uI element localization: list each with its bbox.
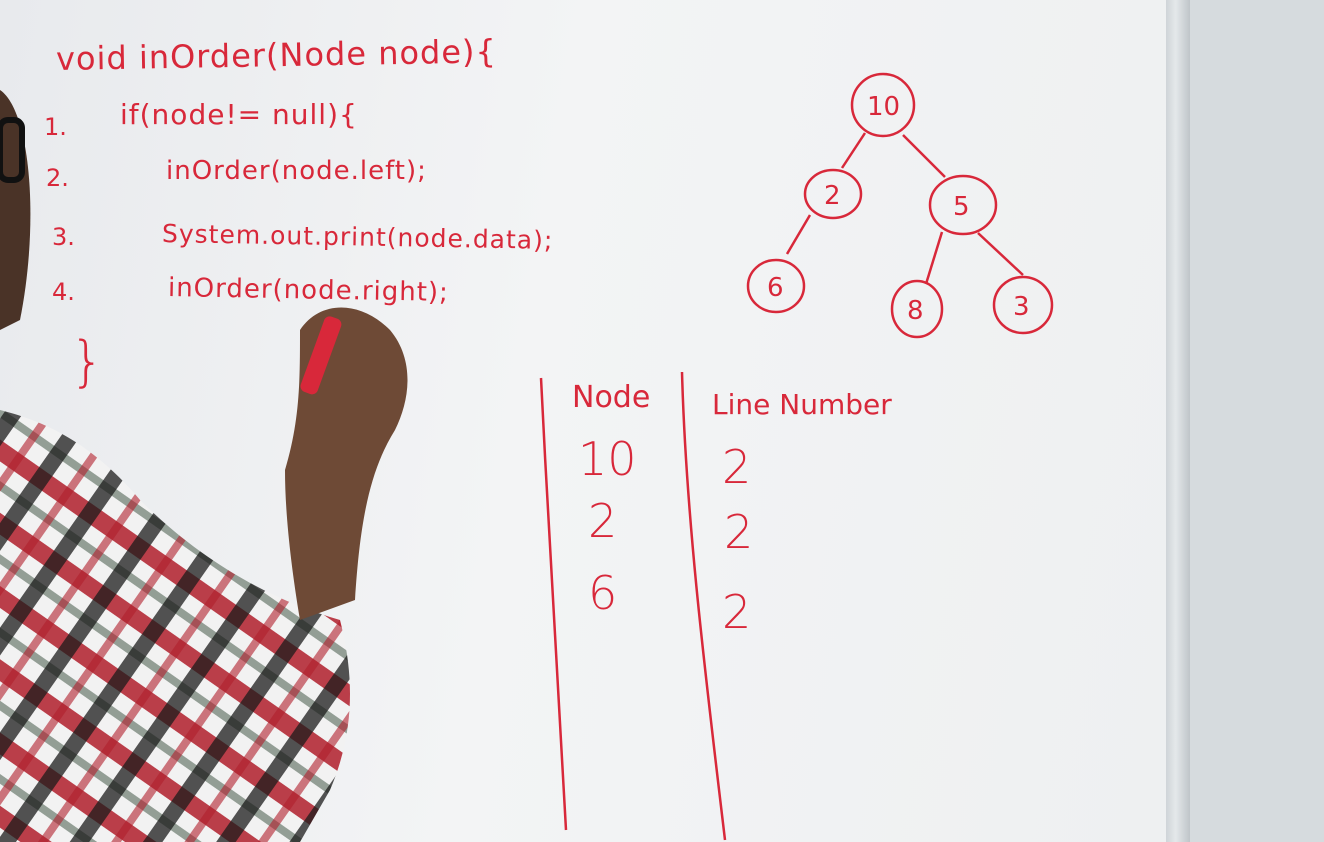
code-line-1: if(node!= null){ bbox=[120, 98, 358, 131]
tree-edge bbox=[902, 134, 946, 178]
code-line-2: inOrder(node.left); bbox=[166, 156, 427, 186]
marker-pen bbox=[300, 316, 342, 395]
table-cell-line: 2 bbox=[724, 505, 754, 559]
table-cell-line: 2 bbox=[722, 440, 752, 494]
line-number-2: 2. bbox=[46, 164, 69, 192]
table-cell-node: 2 bbox=[588, 494, 618, 548]
tree-node-circle bbox=[928, 174, 998, 236]
tree-node-label: 10 bbox=[867, 92, 900, 122]
tree-node-circle bbox=[803, 168, 863, 220]
whiteboard-frame bbox=[1166, 0, 1190, 842]
tree-node-label: 8 bbox=[907, 296, 924, 326]
table-cell-node: 6 bbox=[588, 566, 618, 620]
line-number-3: 3. bbox=[52, 223, 75, 251]
line-number-4: 4. bbox=[52, 278, 75, 306]
table-left-rule bbox=[539, 377, 568, 831]
tree-node-label: 3 bbox=[1013, 292, 1030, 322]
code-closing-brace: } bbox=[70, 330, 105, 393]
table-cell-line: 2 bbox=[722, 585, 752, 639]
tree-edge bbox=[924, 231, 944, 285]
table-header-line-number: Line Number bbox=[712, 388, 892, 421]
tree-node-label: 2 bbox=[824, 181, 841, 211]
binary-tree: 10 2 5 6 8 3 bbox=[539, 72, 1054, 841]
tree-edge bbox=[840, 132, 867, 169]
tree-node-circle bbox=[850, 72, 916, 138]
presenter-shirt bbox=[0, 410, 350, 842]
presenter bbox=[0, 90, 408, 842]
presenter-arm bbox=[285, 307, 408, 620]
table-cell-node: 10 bbox=[578, 432, 637, 486]
tree-edge bbox=[977, 232, 1024, 276]
tree-node-circle bbox=[746, 258, 806, 314]
table-middle-rule bbox=[680, 371, 727, 841]
tree-edge bbox=[785, 214, 812, 255]
table-header-node: Node bbox=[572, 380, 651, 415]
tree-node-label: 6 bbox=[767, 273, 784, 303]
wall bbox=[1190, 0, 1324, 842]
tree-node-circle bbox=[992, 275, 1054, 335]
tree-node-circle bbox=[890, 279, 944, 339]
presenter-face-edge bbox=[0, 90, 31, 330]
line-number-1: 1. bbox=[44, 113, 67, 141]
tree-node-label: 5 bbox=[953, 192, 970, 222]
glasses-icon bbox=[0, 117, 25, 183]
